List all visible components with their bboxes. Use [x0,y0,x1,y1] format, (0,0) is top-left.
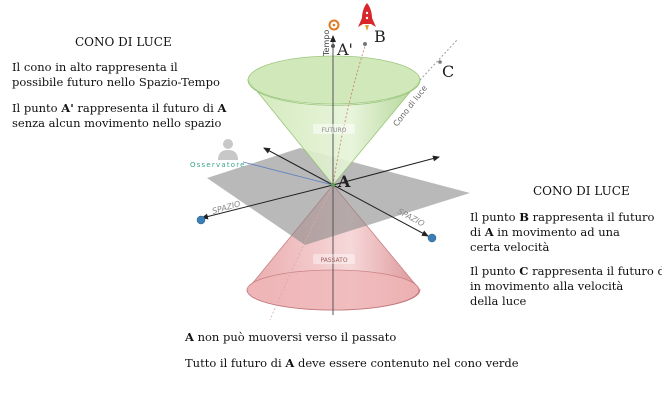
future-cone-top [247,55,421,105]
globe-icon-left [196,215,206,225]
point-a-prime [331,44,335,48]
past-dotted-line [269,184,334,321]
right-para2-line1: Il punto C rappresenta il futuro di A [470,264,662,278]
right-para2-line2: in movimento alla velocità [470,279,624,293]
label-a: A [337,172,351,191]
point-b [363,42,367,46]
observer-line [242,161,334,186]
space-axis-right [332,184,429,237]
bottom-line2: Tutto il futuro di A deve essere contenu… [185,356,519,370]
light-cone-line [419,39,458,81]
worldline-b [332,45,366,186]
observer-label: Osservatore [190,161,246,169]
axis-upper-right [332,155,440,186]
right-para1-line1: Il punto B rappresenta il futuro [470,210,655,224]
bottom-line1: A non può muoversi verso il passato [185,330,397,344]
label-c: C [442,62,454,81]
right-para1-line2: di A in movimento ad una [470,225,620,239]
globe-icon-right [427,233,437,243]
label-b: B [374,27,386,46]
point-a [331,183,335,187]
observer-icon [218,139,238,160]
right-para2-line3: della luce [470,294,527,308]
time-axis-label: Tempo [322,30,331,57]
left-para1-line2: possibile futuro nello Spazio-Tempo [12,75,220,89]
left-title: CONO DI LUCE [75,35,172,49]
label-a-prime: A' [336,40,353,59]
future-label: FUTURO [322,127,347,134]
left-para2-line1: Il punto A' rappresenta il futuro di A [12,101,227,115]
target-icon [328,19,340,31]
right-title: CONO DI LUCE [533,184,630,198]
left-para1-line1: Il cono in alto rappresenta il [12,60,178,74]
point-c [438,60,442,64]
space-label-left: SPAZIO [211,199,241,216]
space-axis-left [201,184,334,220]
left-para2-line2: senza alcun movimento nello spazio [12,116,222,130]
axis-upper-left [263,147,334,186]
past-label: PASSATO [320,257,347,264]
right-para1-line3: certa velocità [470,240,550,254]
space-plane [207,148,470,245]
rocket-icon [358,3,376,31]
